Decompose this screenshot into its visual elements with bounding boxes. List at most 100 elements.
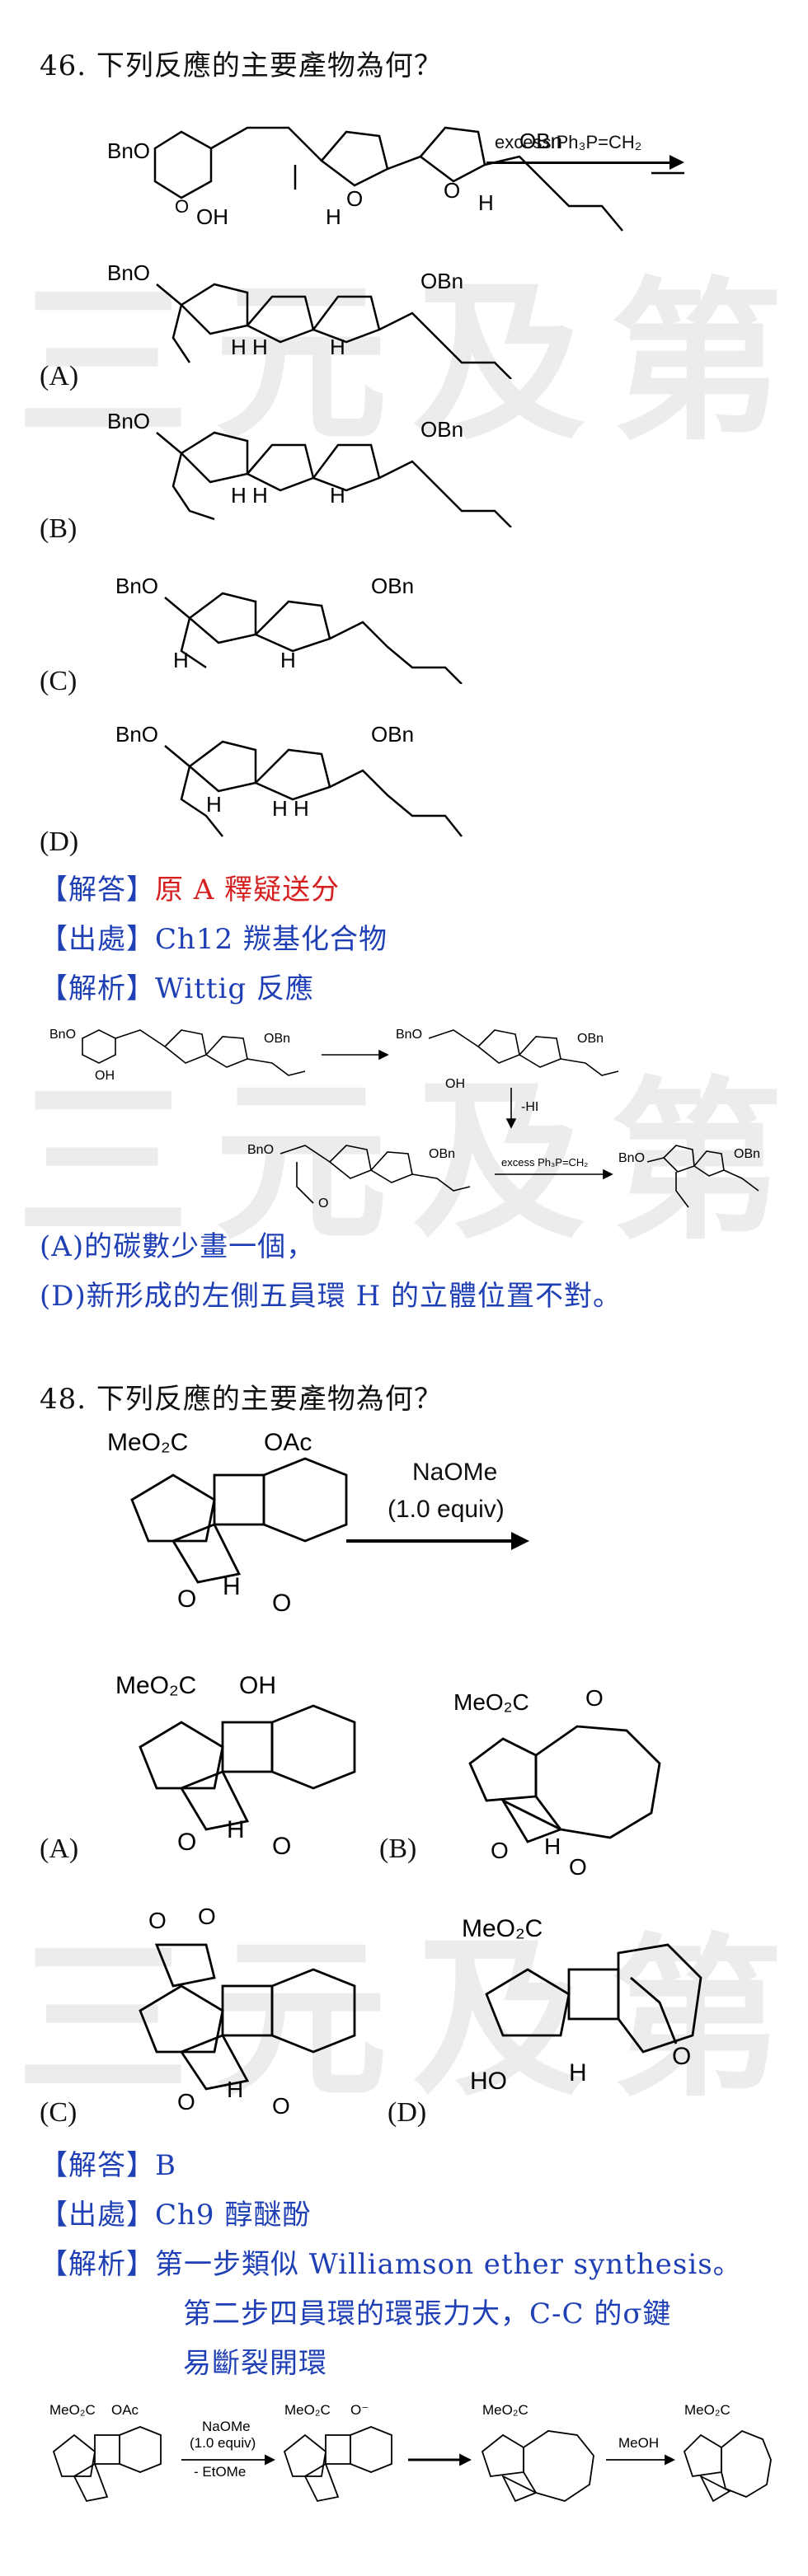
svg-text:HO: HO — [470, 2068, 507, 2095]
svg-text:H: H — [227, 1816, 245, 1843]
q48-option-c-structure: O O O H O — [107, 1904, 371, 2126]
q46-source-tag: 【出處】 — [40, 923, 155, 956]
q46-answer: 原 A 釋疑送分 — [155, 873, 341, 906]
svg-text:BnO: BnO — [115, 574, 158, 598]
q46-r-bno: BnO — [107, 138, 150, 163]
q46-option-d-structure: BnO OBn H H H — [99, 700, 561, 841]
svg-text:OBn: OBn — [420, 417, 463, 442]
svg-text:O: O — [444, 178, 460, 203]
svg-text:O: O — [148, 1908, 167, 1933]
q46-reaction-arrow — [486, 162, 676, 164]
svg-text:MeO₂C: MeO₂C — [115, 1672, 196, 1699]
svg-text:excess Ph₃P=CH₂: excess Ph₃P=CH₂ — [501, 1156, 588, 1169]
svg-text:OBn: OBn — [734, 1147, 760, 1161]
svg-text:H: H — [227, 2077, 243, 2102]
q46-r-obn: OBn — [519, 129, 562, 153]
q48-m-step3: MeOH — [618, 2435, 659, 2451]
svg-text:OBn: OBn — [371, 574, 414, 598]
q48-m-reagent3: - EtOMe — [194, 2464, 246, 2480]
svg-text:O: O — [272, 1590, 291, 1617]
svg-text:H: H — [478, 190, 494, 215]
q46-analysis-tag: 【解析】 — [40, 972, 155, 1005]
svg-text:O: O — [491, 1838, 509, 1863]
svg-text:O: O — [272, 1833, 291, 1860]
q46-option-c-label: (C) — [40, 666, 78, 696]
q48-source-tag: 【出處】 — [40, 2199, 155, 2232]
q48-reagent-line1: NaOMe — [412, 1459, 498, 1486]
q46-answer-tag: 【解答】 — [40, 873, 155, 906]
q48-analysis-tag: 【解析】 — [40, 2248, 155, 2281]
svg-text:BnO: BnO — [396, 1028, 422, 1042]
svg-text:BnO: BnO — [247, 1143, 274, 1157]
q46-option-c-structure: BnO OBn H H — [99, 544, 561, 684]
watermark: 三元及第 — [16, 262, 808, 464]
svg-text:O: O — [177, 1585, 196, 1613]
svg-text:O: O — [177, 1829, 196, 1856]
q48-m-ester: MeO₂C — [49, 2402, 96, 2418]
svg-text:H: H — [330, 483, 345, 508]
svg-text:BnO: BnO — [107, 260, 150, 285]
q46-mechanism-diagram: BnO OH OBn BnO OBn OH -HI BnO OBn O exce… — [49, 1014, 775, 1211]
svg-text:H: H — [330, 335, 345, 359]
q48-source: Ch9 醇醚酚 — [155, 2199, 312, 2232]
svg-text:O⁻: O⁻ — [350, 2402, 369, 2418]
q46-m-minus-hi: -HI — [521, 1100, 538, 1114]
q48-r-oac: OAc — [264, 1429, 312, 1456]
q46-r-oh: OH — [196, 204, 228, 229]
svg-text:O: O — [318, 1197, 328, 1211]
q48-reagent-line2: (1.0 equiv) — [388, 1496, 505, 1523]
svg-text:H: H — [206, 792, 222, 817]
q48-analysis-3: 易斷裂開環 — [183, 2347, 327, 2380]
q46-reactant-structure: BnO OH O O H O H OBn — [82, 82, 684, 247]
arrow-head-icon — [669, 155, 684, 170]
svg-text:OH: OH — [239, 1672, 276, 1699]
q48-option-b-structure: MeO₂C O O H O — [445, 1681, 693, 1879]
svg-text:H: H — [569, 2059, 587, 2087]
svg-text:BnO: BnO — [107, 409, 150, 433]
q48-option-a-structure: MeO₂C OH O H O — [107, 1665, 371, 1871]
q48-option-d-structure: MeO₂C O HO H — [453, 1904, 717, 2126]
q48-title: 48. 下列反應的主要產物為何？ — [40, 1383, 443, 1416]
svg-text:O: O — [177, 2089, 195, 2115]
svg-text:OBn: OBn — [264, 1032, 290, 1046]
q48-source-line: 【出處】Ch9 醇醚酚 — [40, 2192, 311, 2232]
svg-text:OH: OH — [95, 1069, 115, 1083]
q48-reactant-structure: MeO₂C OAc O H O — [99, 1417, 371, 1632]
svg-text:BnO: BnO — [115, 722, 158, 747]
svg-text:O: O — [175, 196, 189, 217]
svg-text:O: O — [569, 1854, 587, 1879]
svg-text:H: H — [326, 204, 341, 229]
svg-text:O: O — [272, 2093, 290, 2119]
svg-text:H H: H H — [272, 796, 309, 821]
q48-analysis-line: 【解析】第一步類似 Williamson ether synthesis。 — [40, 2241, 742, 2282]
watermark: 三元及第 — [16, 1061, 808, 1263]
q46-reagent: excess Ph₃P=CH₂ — [495, 132, 642, 152]
svg-text:BnO: BnO — [618, 1151, 645, 1165]
q48-option-a-label: (A) — [40, 1834, 79, 1864]
q48-answer-tag: 【解答】 — [40, 2149, 155, 2182]
q46-option-b-structure: BnO OBn H H H — [99, 396, 561, 527]
svg-text:O: O — [585, 1685, 604, 1711]
q46-option-d-label: (D) — [40, 827, 79, 857]
svg-text:OBn: OBn — [429, 1147, 455, 1161]
q46-source: Ch12 羰基化合物 — [155, 923, 388, 956]
q48-r-ester: MeO₂C — [107, 1429, 188, 1456]
svg-text:MeO₂C: MeO₂C — [453, 1689, 529, 1715]
q48-answer: B — [155, 2149, 176, 2182]
q46-m-bno1: BnO — [49, 1028, 76, 1042]
q48-m-reagent2: (1.0 equiv) — [190, 2435, 256, 2451]
q48-option-b-label: (B) — [379, 1834, 417, 1864]
q48-analysis-2: 第二步四員環的環張力大，C-C 的σ鍵 — [183, 2297, 672, 2330]
svg-text:H: H — [280, 648, 296, 672]
q46-option-a-label: (A) — [40, 361, 79, 391]
q48-answer-line: 【解答】B — [40, 2143, 176, 2183]
svg-text:MeO₂C: MeO₂C — [482, 2402, 528, 2418]
svg-text:OBn: OBn — [577, 1032, 604, 1046]
svg-text:O: O — [672, 2043, 691, 2070]
svg-text:OBn: OBn — [420, 269, 463, 293]
svg-text:H H: H H — [231, 335, 268, 359]
svg-text:O: O — [346, 186, 363, 211]
q46-title: 46. 下列反應的主要產物為何？ — [40, 49, 443, 82]
svg-text:OBn: OBn — [371, 722, 414, 747]
q46-option-b-label: (B) — [40, 513, 78, 544]
